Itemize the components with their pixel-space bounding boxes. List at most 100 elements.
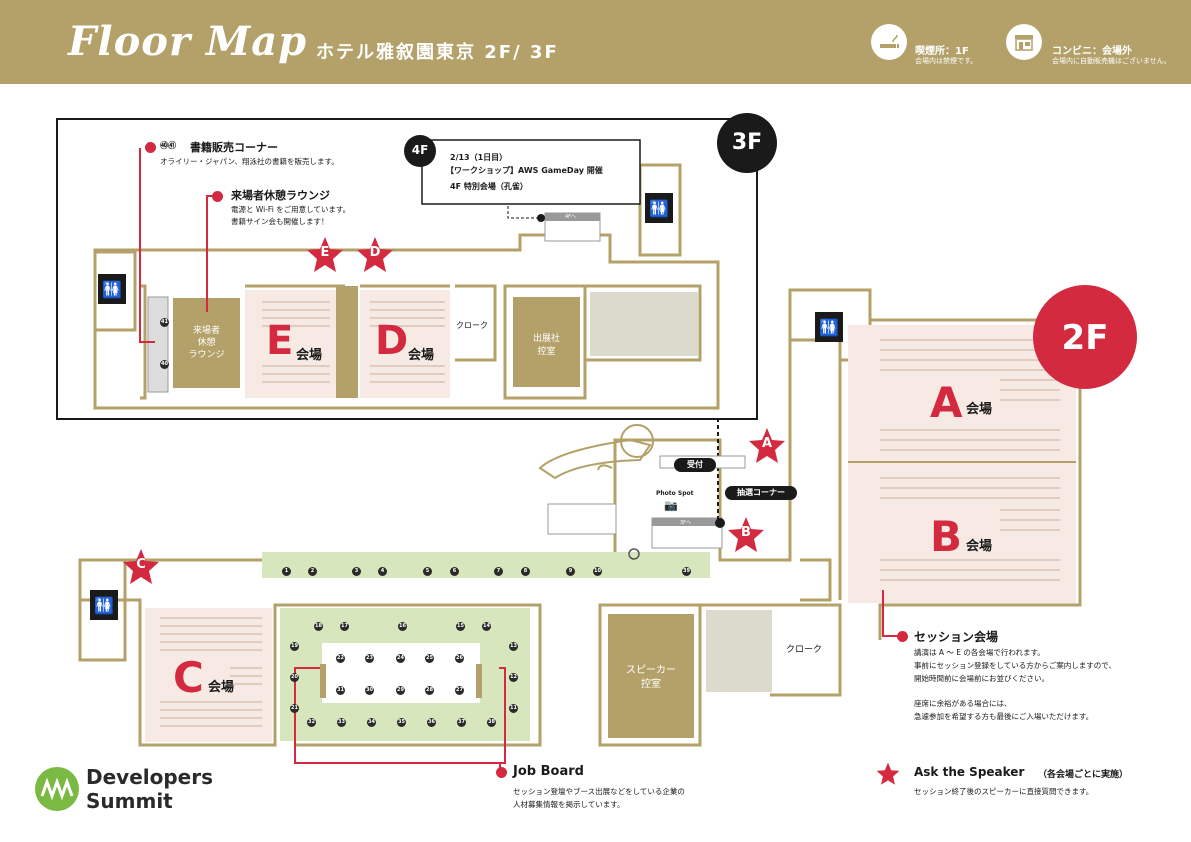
- stairs-3f-dot: [715, 518, 725, 528]
- booth-18[interactable]: 18: [314, 622, 323, 631]
- booth-23[interactable]: 23: [365, 654, 374, 663]
- booth-30[interactable]: 30: [365, 686, 374, 695]
- booth-36[interactable]: 36: [427, 718, 436, 727]
- reception-label: 受付: [674, 458, 716, 472]
- booth-10[interactable]: 10: [593, 567, 602, 576]
- session-desc-2: 事前にセッション登録をしている方からご案内しますので、: [914, 661, 1116, 670]
- booth-22[interactable]: 22: [336, 654, 345, 663]
- storage-3f: [590, 292, 698, 356]
- floor-3f-badge: [717, 113, 777, 173]
- booth-6[interactable]: 6: [450, 567, 459, 576]
- seat-rows-3f: [262, 301, 445, 383]
- booth-9[interactable]: 9: [566, 567, 575, 576]
- bookstore-number: ㊵㊶: [160, 141, 176, 150]
- booth-39[interactable]: 39: [682, 567, 691, 576]
- booth-1[interactable]: 1: [282, 567, 291, 576]
- ask-star-d[interactable]: D: [356, 236, 394, 274]
- booth-34[interactable]: 34: [367, 718, 376, 727]
- ask-paren: （各会場ごとに実施）: [1038, 770, 1129, 780]
- restroom-3f-left: [98, 274, 126, 304]
- booth-7[interactable]: 7: [494, 567, 503, 576]
- logo-line-1: Developers: [86, 765, 214, 789]
- booth-19[interactable]: 19: [290, 642, 299, 651]
- ask-star-a[interactable]: A: [748, 427, 786, 465]
- expo-stand-right: [476, 664, 482, 698]
- room-d-letter: D: [375, 318, 409, 364]
- bookstore-title: 書籍販売コーナー: [190, 141, 278, 154]
- page-title: Floor Map: [68, 18, 308, 65]
- no-entry-mark: [628, 548, 640, 560]
- seat-rows-c: [160, 617, 262, 727]
- room-e-suffix: 会場: [296, 348, 323, 363]
- booth-17[interactable]: 17: [340, 622, 349, 631]
- booth-28[interactable]: 28: [425, 686, 434, 695]
- booth-21[interactable]: 21: [290, 704, 299, 713]
- session-desc-5: 急遽参加を希望する方も最後にご入場いただけます。: [914, 712, 1094, 721]
- escalator-curve: [538, 438, 652, 480]
- expo-corridor: [262, 552, 710, 578]
- floor-4f-label: 4F: [411, 143, 429, 157]
- booth-2[interactable]: 2: [308, 567, 317, 576]
- room-a-suffix: 会場: [966, 402, 993, 417]
- header-bar: Floor Map ホテル雅叙園東京 2F/ 3F 喫煙所：1F 会場内は禁煙で…: [0, 0, 1191, 84]
- booth-26[interactable]: 26: [455, 654, 464, 663]
- booth-16[interactable]: 16: [398, 622, 407, 631]
- booth-32[interactable]: 32: [307, 718, 316, 727]
- booth-29[interactable]: 29: [396, 686, 405, 695]
- booth-3[interactable]: 3: [352, 567, 361, 576]
- booth-5[interactable]: 5: [423, 567, 432, 576]
- floor-3f-walls: [93, 163, 720, 410]
- floor-4f-badge: [404, 135, 436, 167]
- camera-icon: 📷: [664, 499, 678, 512]
- booth-41[interactable]: 41: [160, 318, 169, 327]
- booth-8[interactable]: 8: [521, 567, 530, 576]
- escalator-top: [620, 424, 654, 458]
- floor-3f-frame: [56, 118, 758, 420]
- restroom-icon: 🚻: [102, 280, 122, 299]
- ask-desc: セッション終了後のスピーカーに直接質問できます。: [914, 787, 1094, 796]
- booth-24[interactable]: 24: [396, 654, 405, 663]
- booth-38[interactable]: 38: [487, 718, 496, 727]
- jobboard-desc-2: 人材募集情報を掲示しています。: [513, 800, 625, 809]
- booth-11[interactable]: 11: [509, 704, 518, 713]
- ask-star-b[interactable]: B: [727, 516, 765, 554]
- booth-20[interactable]: 20: [290, 673, 299, 682]
- stairs-4f-path: [507, 206, 540, 219]
- booth-12[interactable]: 12: [509, 673, 518, 682]
- booth-37[interactable]: 37: [457, 718, 466, 727]
- callout-dot: [897, 631, 908, 642]
- restroom-icon: 🚻: [94, 596, 114, 615]
- callout-dot: [145, 142, 156, 153]
- booth-4[interactable]: 4: [378, 567, 387, 576]
- booth-27[interactable]: 27: [455, 686, 464, 695]
- booth-33[interactable]: 33: [337, 718, 346, 727]
- booth-25[interactable]: 25: [425, 654, 434, 663]
- seat-rows-2f: [880, 339, 1060, 581]
- logo-mark: [34, 766, 80, 812]
- booth-31[interactable]: 31: [336, 686, 345, 695]
- booth-13[interactable]: 13: [509, 642, 518, 651]
- room-c-letter: C: [173, 653, 204, 702]
- callout-dot: [496, 767, 507, 778]
- booth-35[interactable]: 35: [397, 718, 406, 727]
- cloak-2f-label: クローク: [786, 645, 823, 655]
- exhibitor-room: [513, 297, 580, 387]
- speaker-room-label: スピーカー 控室: [626, 665, 676, 690]
- expo-stand-left: [320, 664, 326, 698]
- booth-14[interactable]: 14: [482, 622, 491, 631]
- smoking-note: 会場内は禁煙です。: [915, 57, 978, 65]
- stairs-4f-label-bg: [545, 213, 600, 221]
- session-title: セッション会場: [914, 630, 999, 644]
- room-divider: [336, 286, 358, 398]
- logo-line-2: Summit: [86, 789, 173, 813]
- ask-star-c[interactable]: C: [122, 548, 160, 586]
- booth-40[interactable]: 40: [160, 360, 169, 369]
- booth-15[interactable]: 15: [456, 622, 465, 631]
- floor-2f-badge: [1033, 285, 1137, 389]
- ask-star-e[interactable]: E: [306, 236, 344, 274]
- stair-curve: [597, 464, 613, 471]
- restroom-icon: 🚻: [819, 318, 839, 337]
- storage-2f: [706, 610, 772, 692]
- room-d: [360, 290, 450, 398]
- lounge-desc-2: 書籍サイン会も開催します！: [231, 217, 329, 226]
